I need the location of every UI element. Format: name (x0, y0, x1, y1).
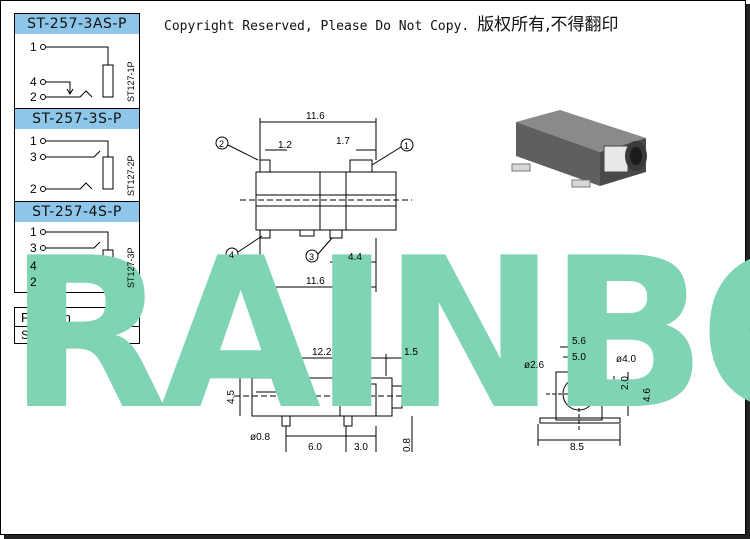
dim-length: 12.2 (312, 347, 332, 358)
top-view-drawing (215, 118, 414, 292)
dim-inner: 5.0 (572, 352, 586, 363)
dim-width: 8.5 (570, 442, 584, 453)
callout-1: 1 (404, 141, 409, 151)
s1-pin-c: 2 (30, 90, 37, 104)
schematic-title-3: ST-257-4S-P (14, 201, 140, 223)
dim-pitch2: 3.0 (354, 442, 368, 453)
part-render (511, 110, 647, 188)
copyright-chinese: 版权所有,不得翻印 (477, 15, 619, 35)
dim-height: 4.5 (226, 390, 237, 404)
schematic-1-drawing (40, 44, 114, 100)
callout-2: 2 (219, 139, 224, 149)
dim-pin-dia: ø0.8 (250, 432, 270, 443)
schematic-3-drawing (40, 229, 114, 285)
dim-pin-len: 0.8 (402, 438, 413, 452)
dim-1-7: 1.7 (336, 136, 350, 147)
s3-pin-a: 1 (30, 225, 37, 239)
s3-pin-b: 3 (30, 241, 37, 255)
copyright-english: Copyright Reserved, Please Do Not Copy. (164, 19, 470, 34)
s1-pin-b: 4 (30, 75, 37, 89)
dim-pitch: 6.0 (308, 442, 322, 453)
copyright-notice: Copyright Reserved, Please Do Not Copy. … (164, 10, 618, 35)
callout-3: 3 (309, 252, 314, 262)
side-view-drawing (234, 354, 418, 452)
dim-h-inner: 2.0 (620, 376, 631, 390)
dim-tip: 1.5 (404, 347, 418, 358)
dim-outer: 5.6 (572, 336, 586, 347)
s2-pin-b: 3 (30, 150, 37, 164)
s3-code: ST127-3P (126, 247, 136, 288)
dim-4-4: 4.4 (348, 252, 362, 263)
s1-pin-a: 1 (30, 40, 37, 54)
dim-overall-top: 11.6 (306, 111, 325, 122)
dim-h-outer: 4.6 (642, 388, 653, 402)
dim-hole-large: ø4.0 (616, 354, 636, 365)
function-value: STEREO (14, 326, 140, 344)
s2-pin-a: 1 (30, 134, 37, 148)
callout-4: 4 (229, 250, 234, 260)
rainbow-watermark: RAINBOW (8, 214, 750, 456)
front-view-drawing (537, 346, 629, 446)
schematic-title-2: ST-257-3S-P (14, 108, 140, 130)
dim-hole-small: ø2.6 (524, 360, 544, 371)
s2-code: ST127-2P (126, 155, 136, 196)
schematic-2-drawing (40, 138, 114, 192)
s3-pin-d: 2 (30, 275, 37, 289)
dim-1-2: 1.2 (278, 140, 292, 151)
s3-pin-c: 4 (30, 259, 37, 273)
schematic-panel-3 (14, 222, 140, 293)
s2-pin-c: 2 (30, 182, 37, 196)
s1-code: ST127-1P (126, 61, 136, 102)
dim-overall-bottom: 11.6 (306, 276, 325, 287)
